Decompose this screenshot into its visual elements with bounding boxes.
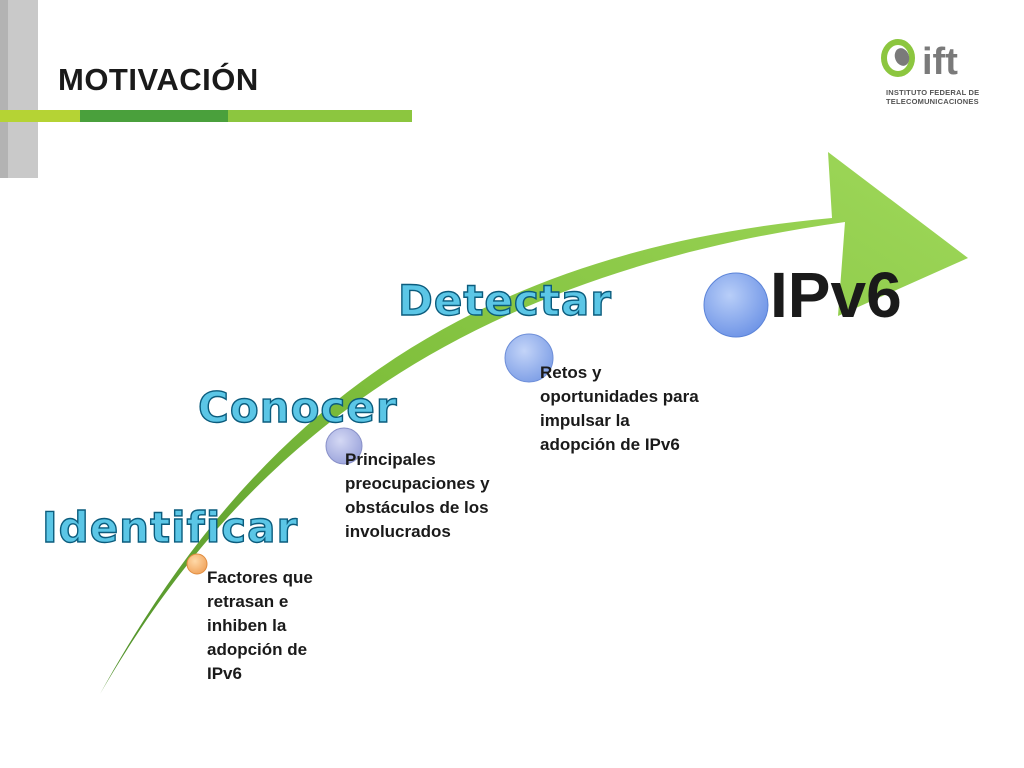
slide-title: MOTIVACIÓN — [58, 62, 259, 97]
growth-arrow-shape — [100, 152, 968, 694]
ift-logo-mark-icon — [881, 39, 915, 77]
stage-description-identificar: Factores que retrasan e inhiben la adopc… — [207, 566, 313, 686]
title-rule-segment-2 — [80, 110, 228, 122]
ift-logo-caption-line-2: TELECOMUNICACIONES — [886, 97, 979, 106]
description-line: Factores que — [207, 568, 313, 587]
description-line: Retos y — [540, 363, 602, 382]
side-accent-bar — [0, 0, 38, 178]
stage-word-identificar: Identificar — [41, 502, 299, 552]
description-line: obstáculos de los — [345, 498, 489, 517]
stage-dot-detectar — [504, 333, 554, 383]
stage-dot-identificar — [186, 553, 208, 575]
title-rule-segment-3 — [228, 110, 412, 122]
ift-logo-caption: INSTITUTO FEDERAL DE TELECOMUNICACIONES — [886, 88, 979, 106]
ift-logo: ift — [881, 39, 958, 83]
description-line: adopción de IPv6 — [540, 435, 680, 454]
stage-dot-conocer — [325, 427, 363, 465]
ift-logo-wordmark: ift — [922, 41, 958, 83]
goal-dot-ipv6 — [703, 272, 769, 338]
description-line: involucrados — [345, 522, 451, 541]
description-line: oportunidades para — [540, 387, 699, 406]
description-line: impulsar la — [540, 411, 630, 430]
stage-word-detectar: Detectar — [397, 275, 612, 325]
description-line: preocupaciones y — [345, 474, 490, 493]
stage-word-conocer: Conocer — [197, 382, 398, 432]
description-line: Principales — [345, 450, 436, 469]
goal-label-ipv6: IPv6 — [770, 259, 902, 331]
side-accent-bar-inner — [0, 0, 8, 178]
stage-description-conocer: Principales preocupaciones y obstáculos … — [345, 448, 490, 544]
description-line: IPv6 — [207, 664, 242, 683]
title-rule-segment-1 — [0, 110, 80, 122]
description-line: retrasan e — [207, 592, 289, 611]
description-line: inhiben la — [207, 616, 287, 635]
stage-description-detectar: Retos y oportunidades para impulsar la a… — [540, 361, 699, 457]
ift-logo-caption-line-1: INSTITUTO FEDERAL DE — [886, 88, 980, 97]
description-line: adopción de — [207, 640, 308, 659]
